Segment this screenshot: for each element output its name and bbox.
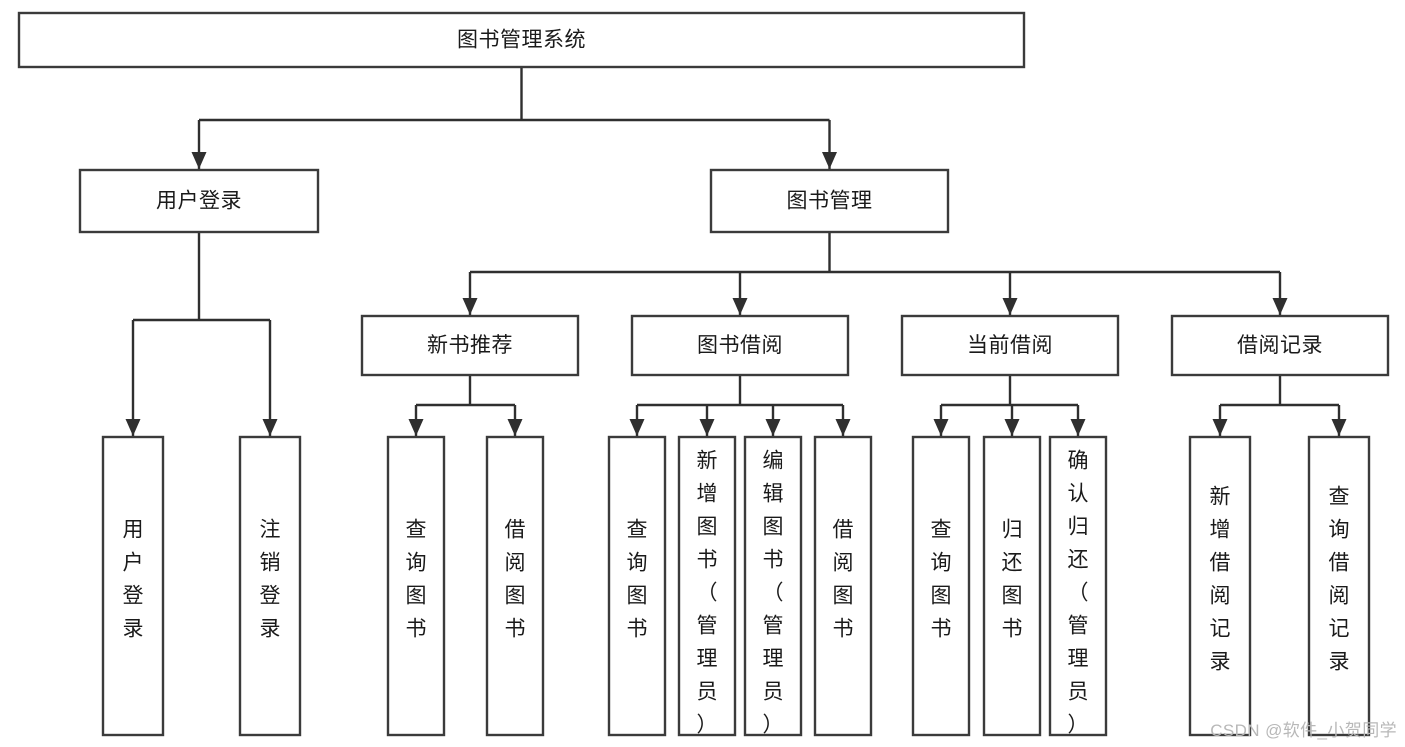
node-box-user-login bbox=[78, 168, 320, 234]
arrow-head-icon bbox=[125, 419, 141, 436]
node-br-add-record[interactable]: 新增借阅记录 bbox=[1188, 435, 1252, 737]
arrow-head-icon bbox=[835, 419, 851, 436]
arrow-head-icon bbox=[933, 419, 949, 436]
node-bb-borrow-book[interactable]: 借阅图书 bbox=[813, 435, 873, 737]
arrow-head-icon bbox=[1004, 419, 1020, 436]
node-box-cb-query-book bbox=[911, 435, 971, 737]
node-box-cb-return-book bbox=[982, 435, 1042, 737]
node-box-bb-borrow-book bbox=[813, 435, 873, 737]
node-box-nbr-query-book bbox=[386, 435, 446, 737]
connector-group-user-login bbox=[125, 232, 278, 436]
node-label-book-management: 图书管理 bbox=[787, 190, 873, 213]
node-box-br-query-record bbox=[1307, 435, 1371, 737]
node-leaf-logout-login[interactable]: 注销登录 bbox=[238, 435, 302, 737]
node-label-current-borrow: 当前借阅 bbox=[967, 334, 1053, 357]
arrow-head-icon bbox=[629, 419, 645, 436]
node-leaf-user-login[interactable]: 用户登录 bbox=[101, 435, 165, 737]
connector-layer bbox=[125, 67, 1347, 436]
node-box-current-borrow bbox=[900, 314, 1120, 377]
node-label-nbr-borrow-book: 借阅图书 bbox=[505, 519, 526, 641]
node-root[interactable]: 图书管理系统 bbox=[17, 11, 1026, 69]
node-box-leaf-user-login bbox=[101, 435, 165, 737]
arrow-head-icon bbox=[822, 152, 837, 169]
node-label-root: 图书管理系统 bbox=[457, 29, 586, 52]
node-box-cb-confirm-return bbox=[1048, 435, 1108, 737]
node-label-leaf-user-login: 用户登录 bbox=[123, 519, 144, 641]
node-box-bb-edit-book bbox=[743, 435, 803, 737]
arrow-head-icon bbox=[765, 419, 781, 436]
arrow-head-icon bbox=[1272, 298, 1288, 315]
node-nbr-borrow-book[interactable]: 借阅图书 bbox=[485, 435, 545, 737]
node-bb-add-book[interactable]: 新增图书（管理员） bbox=[677, 435, 737, 737]
node-bb-query-book[interactable]: 查询图书 bbox=[607, 435, 667, 737]
connector-group-new-book-recommend bbox=[408, 375, 523, 436]
node-box-bb-query-book bbox=[607, 435, 667, 737]
node-nbr-query-book[interactable]: 查询图书 bbox=[386, 435, 446, 737]
node-cb-confirm-return[interactable]: 确认归还（管理员） bbox=[1048, 435, 1108, 737]
arrow-head-icon bbox=[1212, 419, 1228, 436]
node-box-book-borrow bbox=[630, 314, 850, 377]
node-label-bb-add-book: 新增图书（管理员） bbox=[697, 450, 718, 737]
node-label-br-query-record: 查询借阅记录 bbox=[1329, 486, 1350, 674]
node-label-borrow-record: 借阅记录 bbox=[1237, 334, 1323, 357]
node-box-borrow-record bbox=[1170, 314, 1390, 377]
connector-group-book-borrow bbox=[629, 375, 851, 436]
node-user-login[interactable]: 用户登录 bbox=[78, 168, 320, 234]
node-label-leaf-logout-login: 注销登录 bbox=[260, 519, 281, 641]
node-borrow-record[interactable]: 借阅记录 bbox=[1170, 314, 1390, 377]
arrow-head-icon bbox=[1331, 419, 1347, 436]
arrow-head-icon bbox=[1070, 419, 1086, 436]
node-label-new-book-recommend: 新书推荐 bbox=[427, 334, 513, 357]
node-box-new-book-recommend bbox=[360, 314, 580, 377]
node-br-query-record[interactable]: 查询借阅记录 bbox=[1307, 435, 1371, 737]
connector-group-borrow-record bbox=[1212, 375, 1347, 436]
arrow-head-icon bbox=[408, 419, 424, 436]
node-cb-return-book[interactable]: 归还图书 bbox=[982, 435, 1042, 737]
node-cb-query-book[interactable]: 查询图书 bbox=[911, 435, 971, 737]
node-box-leaf-logout-login bbox=[238, 435, 302, 737]
node-label-book-borrow: 图书借阅 bbox=[697, 334, 783, 357]
node-box-bb-add-book bbox=[677, 435, 737, 737]
node-label-bb-query-book: 查询图书 bbox=[627, 519, 648, 641]
node-box-root bbox=[17, 11, 1026, 69]
node-box-br-add-record bbox=[1188, 435, 1252, 737]
node-book-borrow[interactable]: 图书借阅 bbox=[630, 314, 850, 377]
connector-group-current-borrow bbox=[933, 375, 1086, 436]
csdn-watermark: CSDN @软件_小贺同学 bbox=[1210, 721, 1397, 740]
node-box-book-management bbox=[709, 168, 950, 234]
arrow-head-icon bbox=[699, 419, 715, 436]
node-book-management[interactable]: 图书管理 bbox=[709, 168, 950, 234]
arrow-head-icon bbox=[1002, 298, 1018, 315]
node-new-book-recommend[interactable]: 新书推荐 bbox=[360, 314, 580, 377]
arrow-head-icon bbox=[462, 298, 478, 315]
node-box-nbr-borrow-book bbox=[485, 435, 545, 737]
node-label-bb-borrow-book: 借阅图书 bbox=[833, 519, 854, 641]
node-label-nbr-query-book: 查询图书 bbox=[406, 519, 427, 641]
node-label-user-login: 用户登录 bbox=[156, 190, 242, 213]
arrow-head-icon bbox=[191, 152, 207, 169]
node-label-bb-edit-book: 编辑图书（管理员） bbox=[763, 450, 784, 737]
node-current-borrow[interactable]: 当前借阅 bbox=[900, 314, 1120, 377]
connector-group-root bbox=[191, 67, 837, 169]
connector-group-book-management bbox=[462, 232, 1288, 315]
node-bb-edit-book[interactable]: 编辑图书（管理员） bbox=[743, 435, 803, 737]
node-label-br-add-record: 新增借阅记录 bbox=[1210, 486, 1231, 674]
arrow-head-icon bbox=[732, 298, 748, 315]
arrow-head-icon bbox=[507, 419, 523, 436]
node-label-cb-query-book: 查询图书 bbox=[931, 519, 952, 641]
node-label-cb-return-book: 归还图书 bbox=[1002, 519, 1023, 641]
arrow-head-icon bbox=[262, 419, 278, 436]
node-label-cb-confirm-return: 确认归还（管理员） bbox=[1068, 450, 1089, 737]
node-layer: 图书管理系统用户登录图书管理新书推荐图书借阅当前借阅借阅记录用户登录注销登录查询… bbox=[17, 11, 1390, 737]
